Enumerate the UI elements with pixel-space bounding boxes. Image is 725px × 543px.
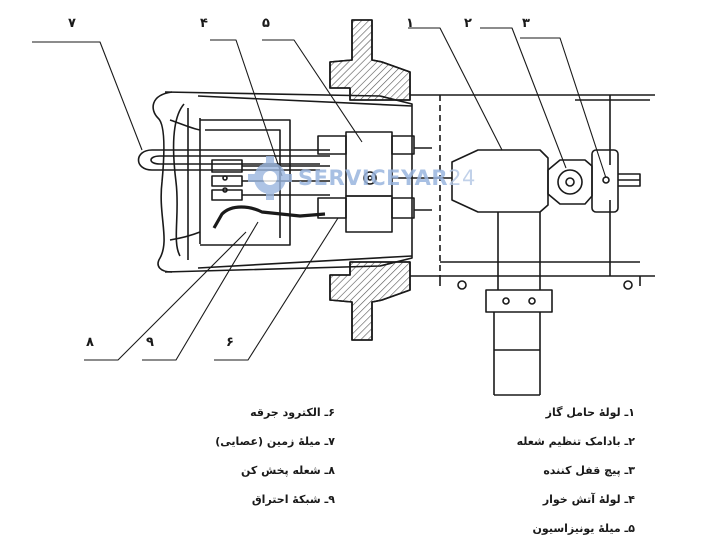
ignition-electrodes	[211, 159, 330, 201]
leader-lines	[32, 27, 607, 361]
legend-item-9: ۹ـ شبکهٔ احتراق	[251, 493, 335, 506]
mounting-flange	[329, 19, 411, 341]
blast-tube	[164, 91, 413, 273]
legend-item-8: ۸ـ شعله پخش کن	[240, 464, 335, 477]
legend-left: ۶ـ الکترود جرقه ۷ـ میلهٔ زمین (عصایی) ۸ـ…	[215, 398, 335, 514]
watermark-brand: SERVICEYAR	[298, 166, 449, 190]
gas-tube	[392, 149, 553, 396]
legend-item-4: ۴ـ لولهٔ آتش خوار	[542, 493, 635, 506]
legend-item-1: ۱ـ لولهٔ حامل گاز	[545, 406, 635, 419]
combustion-head	[152, 91, 291, 273]
legend-item-3: ۳ـ پیچ قفل کننده	[543, 464, 635, 477]
callout-7: ۷	[68, 16, 76, 31]
callout-8: ۸	[86, 335, 94, 350]
callout-1: ۱	[406, 16, 414, 31]
ground-rod	[137, 149, 330, 171]
callout-6: ۶	[226, 335, 234, 350]
electrode-holder	[317, 131, 432, 233]
callout-2: ۲	[464, 16, 472, 31]
callout-3: ۳	[522, 16, 530, 31]
callout-9: ۹	[146, 335, 154, 350]
legend-right: ۱ـ لولهٔ حامل گاز ۲ـ بادامک تنظیم شعله ۳…	[517, 398, 635, 543]
callout-4: ۴	[200, 16, 208, 31]
watermark-number: 24	[448, 166, 476, 190]
watermark-text: SERVICEYAR24	[298, 166, 476, 190]
legend-item-2: ۲ـ بادامک تنظیم شعله	[516, 435, 635, 448]
legend-item-6: ۶ـ الکترود جرقه	[250, 406, 335, 419]
casing	[410, 94, 655, 290]
legend-item-5: ۵ـ میلهٔ یونیزاسیون	[532, 522, 635, 535]
ionization-cable	[212, 205, 326, 229]
callout-5: ۵	[262, 16, 270, 31]
watermark-logo-icon	[248, 156, 292, 200]
legend-item-7: ۷ـ میلهٔ زمین (عصایی)	[215, 435, 335, 448]
flame-adjust-cam	[547, 149, 641, 213]
